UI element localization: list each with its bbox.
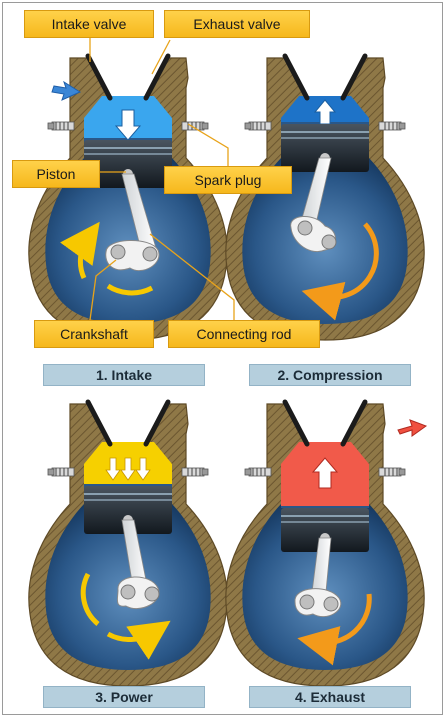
exhaust-flow-arrow [397, 419, 428, 437]
stage-3-power-engine [28, 399, 228, 687]
stage-label-exhaust: 4. Exhaust [249, 686, 411, 708]
callout-crankshaft: Crankshaft [34, 320, 154, 348]
callout-exhaust-valve: Exhaust valve [164, 10, 310, 38]
callout-intake-valve: Intake valve [24, 10, 154, 38]
piston [281, 508, 369, 552]
stage-1-intake-engine [28, 53, 228, 341]
stage-2-compression-engine [225, 53, 425, 341]
stage-4-exhaust-engine [225, 399, 425, 687]
exhaust-valve [143, 53, 171, 101]
stage-label-compression: 2. Compression [249, 364, 411, 386]
callout-piston: Piston [12, 160, 100, 188]
piston [281, 124, 369, 172]
callout-connecting-rod: Connecting rod [168, 320, 320, 348]
callout-spark-plug: Spark plug [164, 166, 292, 194]
piston [84, 486, 172, 534]
intake-flow-arrow [51, 80, 82, 101]
stage-label-power: 3. Power [43, 686, 205, 708]
piston [84, 140, 172, 188]
stage-label-intake: 1. Intake [43, 364, 205, 386]
intake-valve [85, 53, 113, 101]
